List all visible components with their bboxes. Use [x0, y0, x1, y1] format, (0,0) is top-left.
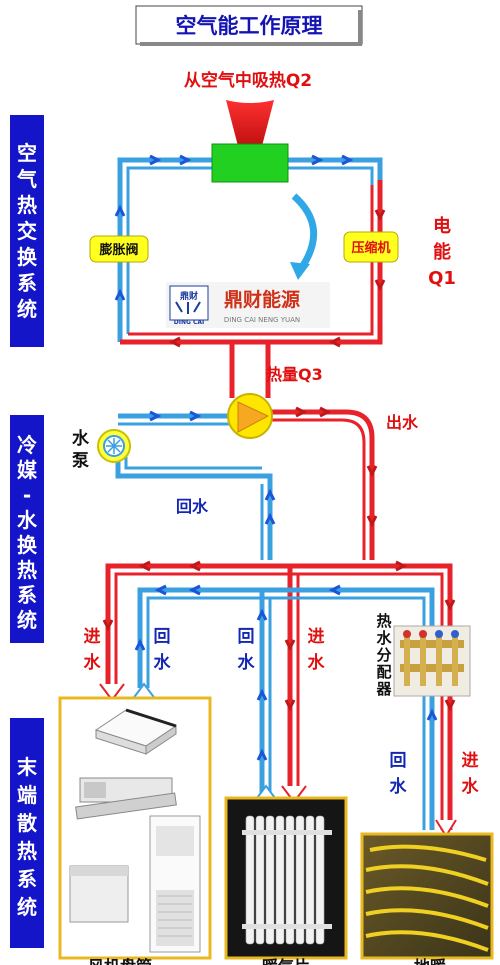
sidebar-refrigerant-char: 热 [17, 558, 37, 582]
radiator-fin [285, 815, 295, 945]
brand-name: 鼎财能源 [224, 288, 300, 311]
compressor-label: 压缩机 [351, 240, 390, 256]
radiator-fin [245, 815, 255, 945]
sidebar-air-char: 交 [17, 219, 37, 243]
sidebar-refrigerant-char: - [23, 483, 31, 507]
heat-absorb-label: 从空气中吸热Q2 [184, 70, 312, 91]
fan-coil-panel [58, 696, 212, 960]
evaporator-box [211, 143, 289, 183]
branch-mid-in-char: 进 [308, 627, 325, 647]
sidebar-refrigerant-char: 媒 [17, 458, 38, 482]
sidebar-refrigerant-char: 换 [17, 533, 38, 557]
refrigerant-loop [114, 154, 386, 398]
logo-sub: DING CAI [174, 319, 205, 326]
manifold-char: 热 [376, 612, 391, 630]
sidebar-refrigerant-char: 水 [17, 508, 38, 532]
label-floor-heating: 地暖 [414, 957, 447, 965]
radiator-fin [315, 815, 325, 945]
sidebar-terminal-char: 末 [17, 755, 38, 779]
brand-name-en: DING CAI NENG YUAN [224, 316, 300, 324]
outlet-water-label: 出水 [386, 413, 419, 432]
electric-energy-char: 电 [433, 215, 451, 237]
sidebar-air-char: 热 [17, 193, 37, 217]
sidebar-air-char: 空 [17, 141, 37, 165]
return-water-label: 回水 [176, 497, 209, 516]
sidebar-terminal-char: 统 [17, 895, 37, 919]
sidebar-terminal-char: 端 [17, 783, 37, 807]
water-pump-icon [97, 429, 131, 463]
branch-right-in-char: 水 [462, 776, 480, 797]
sidebar-terminal-char: 散 [17, 811, 38, 835]
branch-mid-in-char: 水 [308, 652, 326, 673]
branch-mid-return-char: 水 [238, 652, 256, 673]
distribution-pipes [99, 560, 457, 838]
radiator-bar [242, 830, 332, 835]
electric-energy-char: 能 [433, 241, 451, 263]
sidebar-terminal-char: 系 [17, 867, 37, 891]
radiator-fin [255, 815, 265, 945]
branch-right-return-char: 水 [390, 776, 408, 797]
sidebar-air-char: 气 [16, 167, 37, 191]
branch-right-in-char: 进 [462, 751, 479, 771]
heat-exchanger-icon [227, 393, 273, 439]
floor-heating-panel [360, 832, 494, 960]
manifold-char: 水 [376, 629, 392, 647]
pump-label-2: 泵 [72, 451, 89, 471]
water-manifold-icon [393, 625, 471, 697]
radiator-fin [265, 815, 275, 945]
label-radiator: 暖气片 [262, 957, 310, 965]
branch-right-return-char: 回 [390, 751, 407, 771]
radiator-fin [295, 815, 305, 945]
brand-logo: 鼎财 DING CAI 鼎财能源 DING CAI NENG YUAN [166, 282, 330, 328]
sidebar-air-char: 换 [17, 245, 38, 269]
cycle-arrow-icon [291, 193, 317, 273]
sidebar-air-char: 系 [17, 271, 37, 295]
electric-energy-label: 电能 Q1 [428, 215, 456, 289]
title-box: 空气能工作原理 [135, 5, 363, 46]
manifold-char: 器 [375, 680, 392, 698]
electric-energy-char: Q1 [428, 268, 456, 289]
radiator-bar [242, 924, 332, 929]
label-fan-coil: 风机盘管 [88, 957, 152, 965]
radiator-fin [305, 815, 315, 945]
sidebar-section-terminal [10, 718, 44, 948]
branch-left-in-char: 进 [84, 627, 101, 647]
heat-q3-label: 热量Q3 [266, 365, 323, 384]
sidebar-refrigerant-char: 冷 [17, 433, 37, 457]
logo-mark-icon: 鼎财 [180, 290, 198, 302]
sidebar-air-char: 统 [17, 297, 37, 321]
expansion-valve: 膨胀阀 [89, 235, 149, 263]
sidebar-section-refrigerant [10, 415, 44, 643]
sidebar-refrigerant-char: 统 [17, 608, 37, 632]
heat-cone-icon [226, 100, 274, 146]
branch-left-return-char: 水 [154, 652, 172, 673]
manifold-char: 分 [376, 646, 391, 664]
page-title: 空气能工作原理 [176, 14, 323, 38]
branch-left-return-char: 回 [154, 627, 171, 647]
sidebar-section-air [10, 115, 44, 347]
branch-mid-return-char: 回 [238, 627, 255, 647]
sidebar-refrigerant-char: 系 [17, 583, 37, 607]
manifold-char: 配 [376, 663, 391, 681]
sidebar-terminal-char: 热 [17, 839, 37, 863]
pump-label-1: 水 [72, 428, 90, 449]
radiator-fin [275, 815, 285, 945]
radiator-panel [224, 796, 348, 960]
expansion-valve-label: 膨胀阀 [98, 242, 138, 258]
compressor: 压缩机 [343, 231, 399, 263]
branch-left-in-char: 水 [84, 652, 102, 673]
